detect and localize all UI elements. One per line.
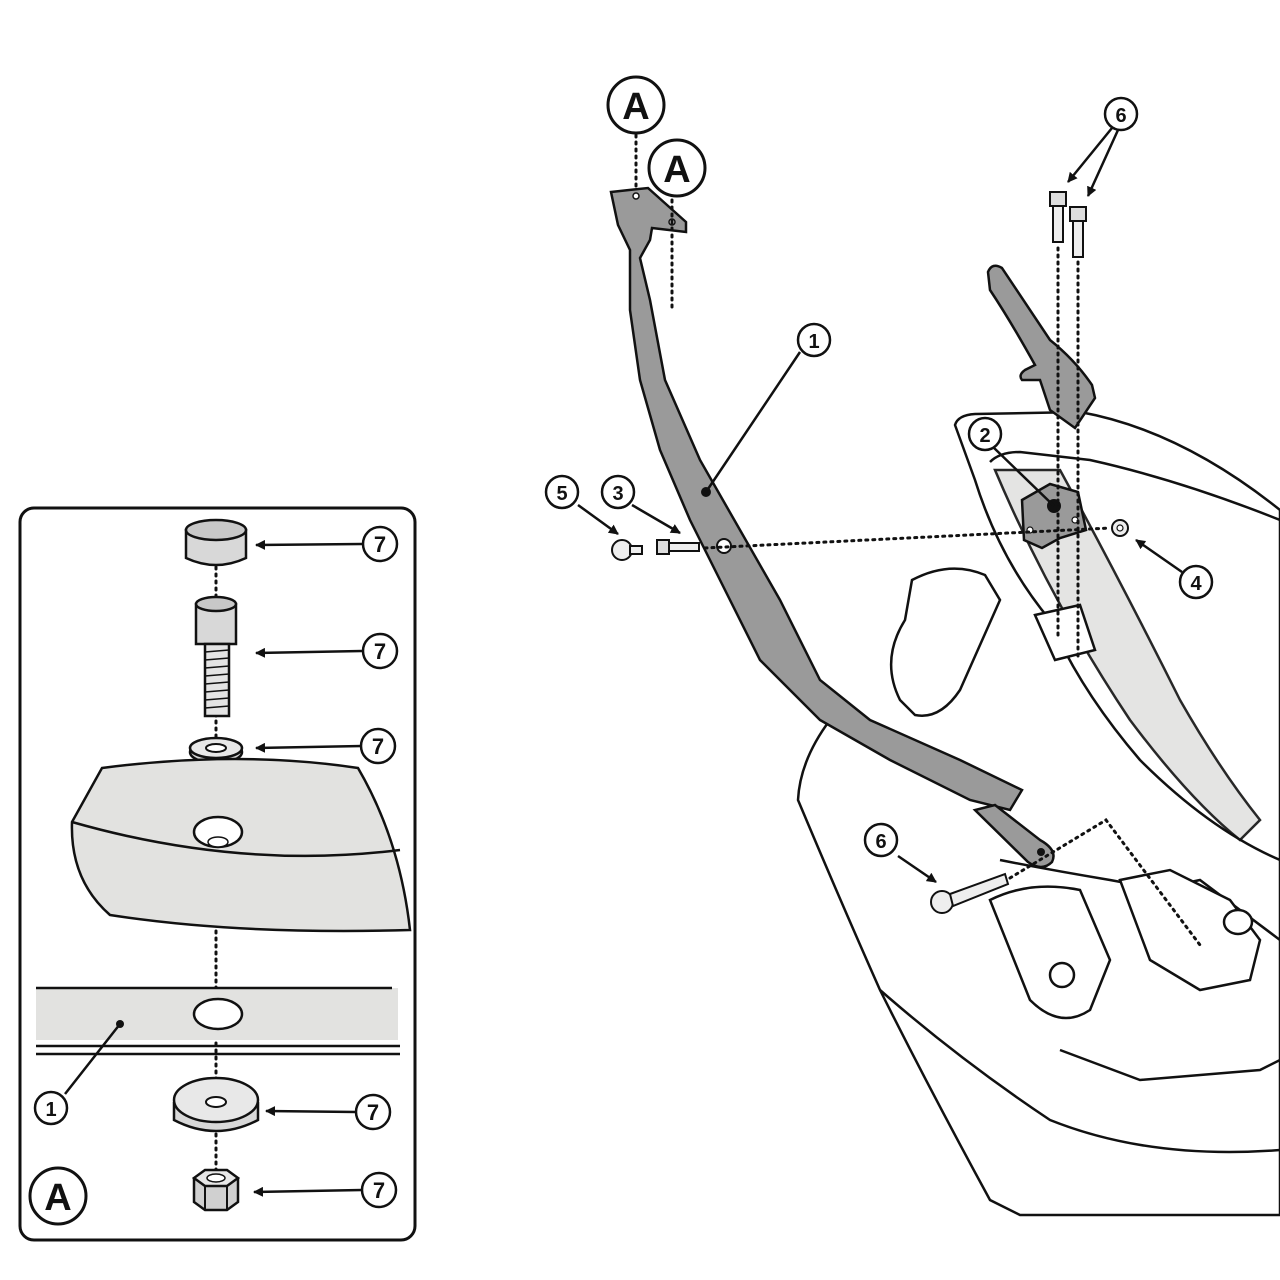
callout-4: 4: [1178, 564, 1214, 600]
svg-text:6: 6: [875, 831, 886, 853]
cap-part: [184, 518, 248, 567]
flange-nut: [1111, 519, 1129, 537]
rack-arm: [609, 186, 1055, 869]
svg-text:4: 4: [1190, 573, 1202, 595]
washer-part: [188, 736, 244, 765]
callout-2: 2: [967, 416, 1003, 452]
callout-7: 7: [361, 525, 399, 563]
arrow-icon: [1135, 538, 1183, 574]
svg-text:A: A: [622, 86, 649, 128]
arrow-icon: [255, 742, 363, 753]
arrow-icon: [265, 1106, 357, 1117]
callout-7: 7: [354, 1093, 392, 1131]
bolt-top-pair: [1049, 191, 1087, 258]
detail-marker-a-top: A: [606, 75, 666, 135]
svg-text:2: 2: [979, 425, 990, 447]
nut-part: [191, 1168, 241, 1212]
svg-text:5: 5: [556, 483, 567, 505]
callout-1: 1: [796, 322, 832, 358]
rubber-washer-part: [172, 1076, 260, 1133]
arrow-icon: [577, 503, 619, 536]
side-fasteners: [611, 539, 700, 561]
callout-7: 7: [361, 632, 399, 670]
svg-text:7: 7: [373, 1178, 385, 1203]
body-panel: [70, 757, 412, 933]
callout-1: 1: [33, 1090, 69, 1126]
svg-text:1: 1: [45, 1099, 56, 1121]
svg-text:A: A: [663, 149, 690, 191]
callout-7: 7: [359, 727, 397, 765]
callout-6-top: 6: [1103, 96, 1139, 132]
grab-handle: [986, 264, 1097, 430]
motorcycle-body: [796, 410, 1280, 1217]
arrow-icon: [1086, 129, 1120, 197]
svg-text:6: 6: [1115, 105, 1126, 127]
callout-5: 5: [544, 474, 580, 510]
callout-3: 3: [600, 474, 636, 510]
arrow-icon: [255, 539, 363, 550]
bolt-lower: [930, 872, 1010, 914]
arrow-icon: [253, 1186, 363, 1197]
svg-text:7: 7: [372, 734, 384, 759]
bar-section: [36, 986, 400, 1095]
arrow-icon: [631, 503, 681, 535]
detail-panel-a: 7 7 7 7 7 1 A: [18, 506, 417, 1242]
arrow-icon: [255, 647, 363, 658]
bolt-part: [194, 595, 238, 718]
detail-marker-a: A: [28, 1166, 88, 1226]
svg-text:7: 7: [374, 532, 386, 557]
svg-text:7: 7: [367, 1100, 379, 1125]
main-assembly: A A 1 2 3 4 5 6: [544, 75, 1280, 1217]
svg-text:1: 1: [808, 331, 819, 353]
callout-6-lower: 6: [863, 822, 899, 858]
arrow-icon: [897, 854, 937, 884]
svg-text:3: 3: [612, 483, 623, 505]
arrow-icon: [1067, 127, 1113, 183]
detail-marker-a-second: A: [647, 138, 707, 198]
svg-text:A: A: [44, 1177, 71, 1219]
svg-text:7: 7: [374, 639, 386, 664]
callout-7: 7: [360, 1171, 398, 1209]
